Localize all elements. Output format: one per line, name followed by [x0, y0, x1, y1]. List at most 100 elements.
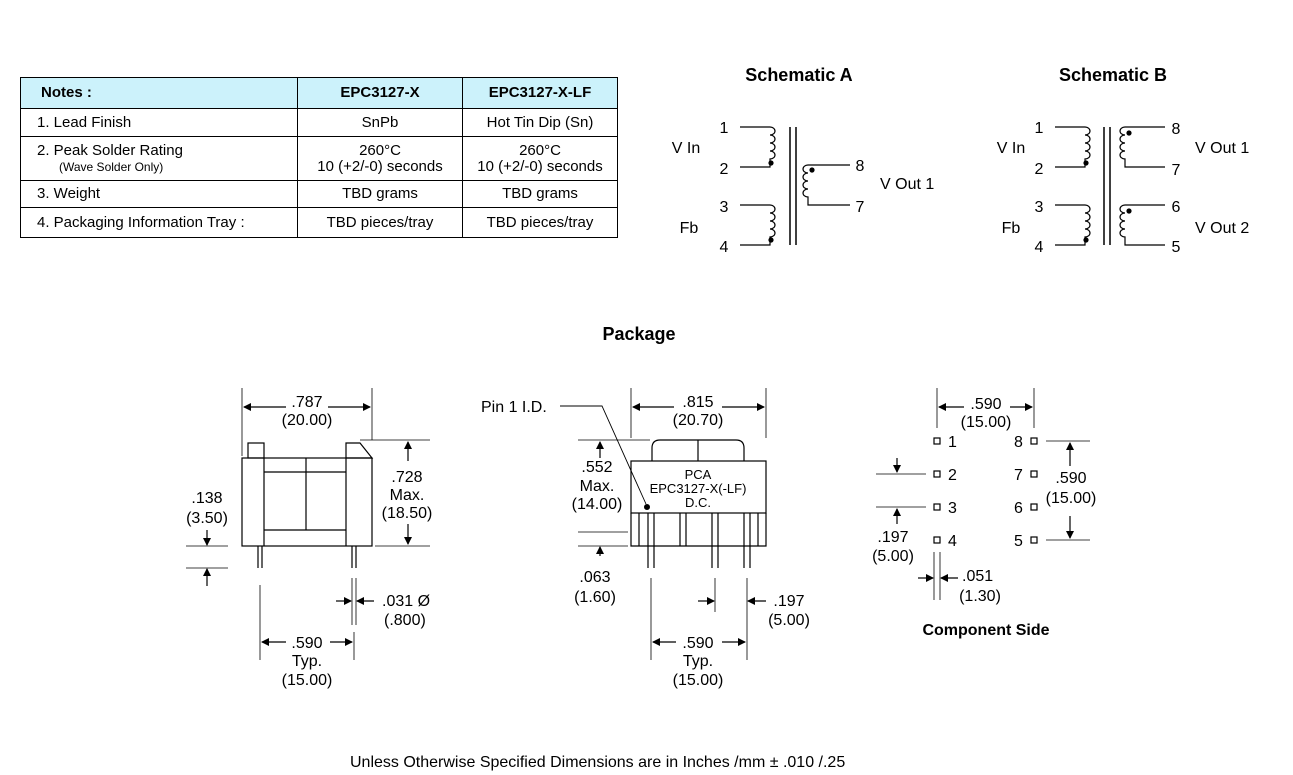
side-height-in: .728	[391, 469, 422, 486]
row-label: 1. Lead Finish	[20, 108, 298, 137]
row-value-lf-2: 10 (+2/-0) seconds	[477, 157, 603, 175]
row-value-lf: 260°C	[519, 141, 561, 159]
side-height-mm: (18.50)	[382, 505, 433, 522]
side-width-in: .787	[291, 394, 322, 411]
vin-label: V In	[672, 140, 700, 157]
package-title: Package	[602, 324, 675, 344]
pad-label-left: 3	[948, 500, 957, 517]
marking-line-3: D.C.	[685, 495, 711, 510]
row-value-x: SnPb	[297, 108, 463, 137]
pad-label-left: 4	[948, 533, 957, 550]
row-value-lf: TBD grams	[462, 180, 618, 208]
polarity-dot	[1126, 130, 1132, 136]
schematic-a-title: Schematic A	[745, 65, 852, 85]
pad-label-right: 5	[1014, 533, 1023, 550]
vin-label: V In	[997, 140, 1025, 157]
side-standoff-in: .138	[191, 490, 222, 507]
pin-label: 8	[856, 158, 865, 175]
vout-label: V Out 1	[880, 176, 934, 193]
front-view-graphic	[560, 388, 767, 660]
marking-line-2: EPC3127-X(-LF)	[650, 481, 747, 496]
side-standoff-mm: (3.50)	[186, 510, 228, 527]
notes-header: Notes :	[20, 77, 298, 109]
pad-label-right: 8	[1014, 434, 1023, 451]
row-sublabel: (Wave Solder Only)	[59, 159, 164, 174]
pin-label: 7	[856, 199, 865, 216]
cs-row-mm: (15.00)	[1046, 490, 1097, 507]
front-spacing-in: .197	[773, 593, 804, 610]
fb-label: Fb	[1002, 220, 1021, 237]
pin-label: 2	[720, 161, 729, 178]
pin-label: 1	[1035, 120, 1044, 137]
polarity-dot	[768, 160, 774, 166]
schematic-b-graphic	[1055, 126, 1165, 246]
side-height-max: Max.	[390, 487, 425, 504]
row-value-x: 260°C	[359, 141, 401, 159]
vout2-label: V Out 2	[1195, 220, 1249, 237]
pin-label: 8	[1172, 121, 1181, 138]
table-row: 2. Peak Solder Rating (Wave Solder Only)…	[20, 136, 618, 181]
row-value-x-cell: 260°C 10 (+2/-0) seconds	[297, 136, 463, 181]
row-value-lf: TBD pieces/tray	[462, 207, 618, 238]
side-view-graphic	[186, 388, 430, 660]
schematic-b-title: Schematic B	[1059, 65, 1167, 85]
cs-width-mm: (15.00)	[961, 414, 1012, 431]
side-pitch-in: .590	[291, 635, 322, 652]
front-standoff-in: .063	[579, 569, 610, 586]
pad-label-right: 6	[1014, 500, 1023, 517]
fb-label: Fb	[680, 220, 699, 237]
schematic-a-graphic	[740, 126, 850, 246]
cs-row-in: .590	[1055, 470, 1086, 487]
row-label: 3. Weight	[20, 180, 298, 208]
cs-pitch-mm: (5.00)	[872, 548, 914, 565]
pin-label: 6	[1172, 199, 1181, 216]
row-value-x: TBD pieces/tray	[297, 207, 463, 238]
row-value-x-2: 10 (+2/-0) seconds	[317, 157, 443, 175]
notes-table: Notes : EPC3127-X EPC3127-X-LF 1. Lead F…	[20, 77, 618, 238]
pad-label-left: 1	[948, 434, 957, 451]
marking-line-1: PCA	[685, 467, 712, 482]
dimensions-footnote: Unless Otherwise Specified Dimensions ar…	[350, 754, 846, 771]
polarity-dot	[1083, 237, 1089, 243]
side-pin-dia-in: .031 Ø	[382, 593, 430, 610]
table-row: 3. Weight TBD grams TBD grams	[20, 180, 618, 208]
pin-label: 4	[720, 239, 729, 256]
side-pitch-typ: Typ.	[292, 653, 322, 670]
notes-header-row: Notes : EPC3127-X EPC3127-X-LF	[20, 77, 618, 109]
component-side-graphic	[876, 388, 1090, 600]
cs-pitch-in: .197	[877, 529, 908, 546]
front-pitch-mm: (15.00)	[673, 672, 724, 689]
cs-pad-in: .051	[962, 568, 993, 585]
cs-pad-mm: (1.30)	[959, 588, 1001, 605]
pin-label: 4	[1035, 239, 1044, 256]
pin1-id-label: Pin 1 I.D.	[481, 399, 547, 416]
pin-label: 5	[1172, 239, 1181, 256]
front-standoff-mm: (1.60)	[574, 589, 616, 606]
polarity-dot	[1126, 208, 1132, 214]
pin-label: 7	[1172, 162, 1181, 179]
pin-label: 2	[1035, 161, 1044, 178]
pin-label: 1	[720, 120, 729, 137]
table-row: 1. Lead Finish SnPb Hot Tin Dip (Sn)	[20, 108, 618, 137]
row-label: 2. Peak Solder Rating	[37, 141, 183, 159]
pad-label-right: 7	[1014, 467, 1023, 484]
front-width-mm: (20.70)	[673, 412, 724, 429]
side-pitch-mm: (15.00)	[282, 672, 333, 689]
vout1-label: V Out 1	[1195, 140, 1249, 157]
row-value-lf: Hot Tin Dip (Sn)	[462, 108, 618, 137]
side-pin-dia-mm: (.800)	[384, 612, 426, 629]
pin-label: 3	[720, 199, 729, 216]
front-height-max: Max.	[580, 478, 615, 495]
table-row: 4. Packaging Information Tray : TBD piec…	[20, 207, 618, 238]
polarity-dot	[1083, 160, 1089, 166]
front-width-in: .815	[682, 394, 713, 411]
cs-width-in: .590	[970, 396, 1001, 413]
front-pitch-in: .590	[682, 635, 713, 652]
polarity-dot	[809, 167, 815, 173]
component-side-title: Component Side	[922, 622, 1049, 639]
pad-label-left: 2	[948, 467, 957, 484]
row-label: 4. Packaging Information Tray :	[20, 207, 298, 238]
front-spacing-mm: (5.00)	[768, 612, 810, 629]
pin1-dot	[644, 504, 650, 510]
